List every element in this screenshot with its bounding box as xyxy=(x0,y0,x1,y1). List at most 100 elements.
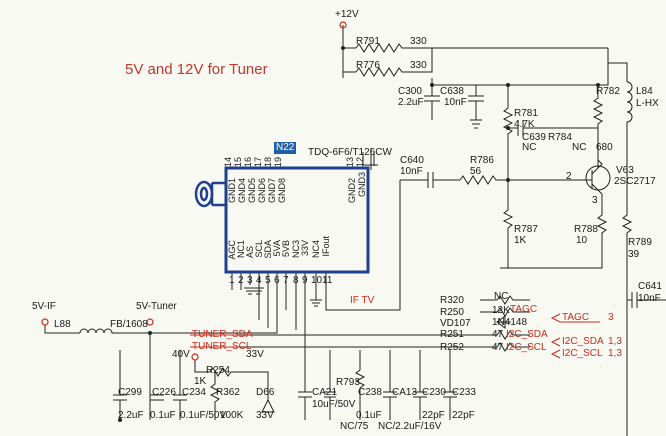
r776-ref: R776 xyxy=(356,60,380,71)
r787-ref: R787 xyxy=(514,224,538,235)
c226-ref: C226 xyxy=(152,387,176,398)
r254-value: 1K xyxy=(194,376,207,387)
r791-value: 330 xyxy=(410,36,427,47)
l84-value: L-HX xyxy=(636,98,659,109)
r251-ref: R251 xyxy=(440,329,464,340)
v63-pin3: 3 xyxy=(592,195,598,206)
i2c-sda-pin: 1,3 xyxy=(608,336,622,347)
r786-value: 56 xyxy=(470,166,482,177)
pin-name-gnd2: GND2 xyxy=(347,178,357,204)
pin-6: 6 xyxy=(274,275,280,286)
ca21-value: 10uF/50V xyxy=(312,399,356,410)
r254-ref: R254 xyxy=(206,365,230,376)
tuner-part: TDQ-6F6/T126CW xyxy=(308,147,392,158)
r776-value: 330 xyxy=(410,60,427,71)
pin-name-gnd4: GND4 xyxy=(237,178,247,204)
r362-value: 100K xyxy=(220,410,244,421)
c226-value: 0.1uF xyxy=(150,410,176,421)
c234-value: 0.1uF/50V xyxy=(180,410,227,421)
pin-13: 13 xyxy=(345,157,355,168)
power-5v-if: 5V-IF xyxy=(32,301,56,312)
pin-14: 14 xyxy=(223,157,233,168)
c230-value: 22pF xyxy=(422,410,445,421)
c299-value: 2.2uF xyxy=(118,410,144,421)
r788-value: 10 xyxy=(576,235,588,246)
vd107-ref: VD107 xyxy=(440,318,471,329)
pin-name-gnd7: GND7 xyxy=(267,178,277,204)
tagc-label: TAGC xyxy=(510,304,538,315)
power-12v: +12V xyxy=(335,9,359,20)
r787-value: 1K xyxy=(514,235,527,246)
v63-pin2: 2 xyxy=(566,171,572,182)
r784-ref: R784 xyxy=(548,132,572,143)
c238-value: 0.1uF xyxy=(356,410,382,421)
r791-ref: R791 xyxy=(356,36,380,47)
pin-17: 17 xyxy=(253,157,263,168)
pin-2: 2 xyxy=(238,275,244,286)
c233-ref: C233 xyxy=(452,387,476,398)
ca13-value: NC/2.2uF/16V xyxy=(378,421,442,432)
i2c-sda-port: I2C_SDA xyxy=(562,336,604,347)
pin-9: 9 xyxy=(302,275,308,286)
r793-value: NC/75 xyxy=(340,421,369,432)
pin-4: 4 xyxy=(256,275,262,286)
r789-value: 39 xyxy=(628,249,640,260)
pin-5: 5 xyxy=(265,275,271,286)
r250-ref: R250 xyxy=(440,307,464,318)
r781-ref: R781 xyxy=(514,108,538,119)
r252-ref: R252 xyxy=(440,342,464,353)
power-5v-tuner: 5V-Tuner xyxy=(136,301,177,312)
r250-value: 12K xyxy=(492,305,510,316)
v63-ref: V63 xyxy=(616,165,634,176)
c641-value: 10nF xyxy=(638,293,661,304)
r251-value: 47 xyxy=(492,329,504,340)
c640-value: 10nF xyxy=(400,166,423,177)
tagc-pin: 3 xyxy=(608,312,614,323)
pin-name-gnd6: GND6 xyxy=(257,178,267,204)
pin-18: 18 xyxy=(263,157,273,168)
c638-ref: C638 xyxy=(440,86,464,97)
r786-ref: R786 xyxy=(470,155,494,166)
c639-ref: C639 xyxy=(522,132,546,143)
r320-value: NC xyxy=(494,291,509,302)
c641-ref: C641 xyxy=(638,281,662,292)
r789-ref: R789 xyxy=(628,237,652,248)
c233-value: 22pF xyxy=(452,410,475,421)
vd107-value: 1N4148 xyxy=(492,317,528,328)
page-title: 5V and 12V for Tuner xyxy=(125,61,268,78)
i2c-sda-label: I2C_SDA xyxy=(506,329,548,340)
c238-ref: C238 xyxy=(358,387,382,398)
ca21-ref: CA21 xyxy=(312,387,338,398)
pin-8: 8 xyxy=(293,275,299,286)
pin-3: 3 xyxy=(247,275,253,286)
tuner-box xyxy=(224,166,370,274)
power-33v: 33V xyxy=(246,349,264,360)
pin-10: 10 xyxy=(311,275,323,286)
d66-value: 33V xyxy=(256,410,274,421)
c638-value: 10nF xyxy=(444,97,467,108)
net-if-tv: IF TV xyxy=(350,295,375,306)
pin-16: 16 xyxy=(243,157,253,168)
c640-ref: C640 xyxy=(400,155,424,166)
power-40v: 40V xyxy=(172,349,190,360)
r788-ref: R788 xyxy=(574,224,598,235)
c300-ref: C300 xyxy=(398,86,422,97)
r362-ref: R362 xyxy=(216,387,240,398)
r782-value: 680 xyxy=(596,142,613,153)
net-tuner-sda: TUNER_SDA xyxy=(192,329,253,340)
tuner-ref: N22 xyxy=(274,142,297,154)
pin-name-5vb: 5VB xyxy=(281,240,291,258)
r782-ref: R782 xyxy=(596,86,620,97)
ca13-ref: CA13 xyxy=(392,387,418,398)
pin-name-nc4: NC4 xyxy=(311,240,321,259)
pin-name-gnd5: GND5 xyxy=(247,178,257,204)
r784-value: NC xyxy=(572,142,587,153)
l88-value: FB/1608 xyxy=(110,319,148,330)
r252-value: 47 xyxy=(492,342,504,353)
pin-name-gnd1: GND1 xyxy=(227,178,237,204)
pin-19: 19 xyxy=(273,157,283,168)
c639-value: NC xyxy=(522,142,537,153)
pin-15: 15 xyxy=(233,157,243,168)
pin-name-33v: 33V xyxy=(300,240,310,257)
l88-ref: L88 xyxy=(54,319,71,330)
